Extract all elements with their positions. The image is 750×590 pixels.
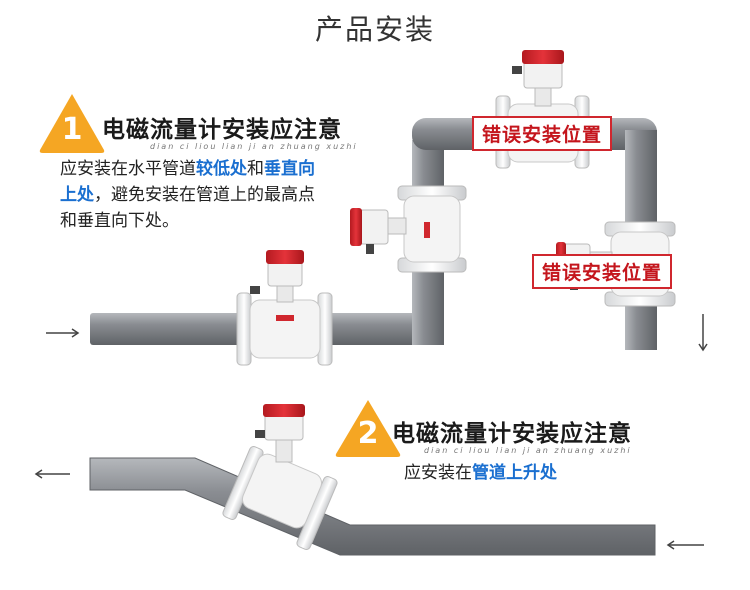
flow-arrow-in-lower	[666, 540, 704, 550]
text-highlight-low: 较低处	[196, 159, 247, 179]
wrong-position-label-mid: 错误安装位置	[532, 254, 673, 289]
warning-triangle-icon	[39, 94, 105, 153]
section-2-heading: 电磁流量计安装应注意	[392, 421, 632, 447]
flow-arrow-out	[34, 469, 70, 479]
section-2-pinyin: dian ci liou lian ji an zhuang xuzhi	[424, 446, 632, 455]
text-plain: 应安装在	[404, 463, 472, 483]
section-1-pinyin: dian ci liou lian ji an zhuang xuzhi	[150, 142, 358, 151]
description-line-1: 应安装在水平管道较低处和垂直向	[60, 156, 360, 182]
section-2-description: 应安装在管道上升处	[404, 460, 557, 486]
description-line-2: 上处，避免安装在管道上的最高点	[60, 182, 360, 208]
text-plain: 和	[247, 159, 264, 179]
flowmeter-correct-2	[350, 185, 467, 273]
page-title: 产品安装	[314, 13, 435, 46]
text-highlight-rise: 管道上升处	[472, 463, 557, 483]
wrong-position-label-top: 错误安装位置	[472, 116, 613, 151]
text-plain: 和垂直向下处。	[60, 211, 179, 231]
flow-arrow-down	[698, 314, 708, 352]
section-1-number: 1	[61, 112, 83, 147]
text-plain: ，避免安装在管道上的最高点	[94, 185, 315, 205]
description-line-3: 和垂直向下处。	[60, 208, 360, 234]
flowmeter-correct-3	[222, 404, 338, 550]
text-highlight-vertical: 垂直向	[264, 159, 315, 179]
section-2-number: 2	[357, 416, 379, 451]
pipe-rising	[89, 457, 656, 556]
text-highlight-up: 上处	[60, 185, 94, 205]
section-1-description: 应安装在水平管道较低处和垂直向 上处，避免安装在管道上的最高点 和垂直向下处。	[60, 156, 360, 234]
flowmeter-correct-1	[236, 250, 333, 366]
section-1-heading: 电磁流量计安装应注意	[102, 117, 342, 143]
text-plain: 应安装在水平管道	[60, 159, 196, 179]
flow-arrow-in	[46, 328, 80, 338]
warning-triangle-icon	[335, 400, 401, 457]
